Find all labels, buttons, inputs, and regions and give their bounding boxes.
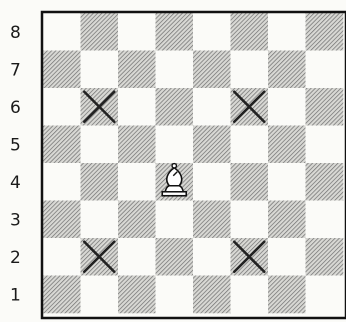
square-c2 xyxy=(118,238,156,276)
square-g3 xyxy=(268,201,306,239)
square-e5 xyxy=(193,126,231,164)
square-h4 xyxy=(306,163,344,201)
square-a3 xyxy=(43,201,81,239)
square-f4 xyxy=(231,163,269,201)
square-e4 xyxy=(193,163,231,201)
rank-label-1: 1 xyxy=(10,285,21,305)
square-c4 xyxy=(118,163,156,201)
square-g8 xyxy=(268,13,306,51)
square-e6 xyxy=(193,88,231,126)
square-a1 xyxy=(43,276,81,314)
square-b8 xyxy=(81,13,119,51)
rank-label-4: 4 xyxy=(10,173,21,193)
square-a6 xyxy=(43,88,81,126)
square-c3 xyxy=(118,201,156,239)
square-d6 xyxy=(156,88,194,126)
square-g7 xyxy=(268,51,306,89)
square-h5 xyxy=(306,126,344,164)
square-h8 xyxy=(306,13,344,51)
square-h3 xyxy=(306,201,344,239)
rank-label-6: 6 xyxy=(10,98,21,118)
square-c6 xyxy=(118,88,156,126)
square-d5 xyxy=(156,126,194,164)
square-e8 xyxy=(193,13,231,51)
square-h7 xyxy=(306,51,344,89)
square-b4 xyxy=(81,163,119,201)
square-b1 xyxy=(81,276,119,314)
rank-label-5: 5 xyxy=(10,135,21,155)
square-d2 xyxy=(156,238,194,276)
square-g4 xyxy=(268,163,306,201)
square-f3 xyxy=(231,201,269,239)
rank-label-8: 8 xyxy=(10,23,21,43)
square-e7 xyxy=(193,51,231,89)
square-b3 xyxy=(81,201,119,239)
rank-label-2: 2 xyxy=(10,248,21,268)
rank-label-3: 3 xyxy=(10,210,21,230)
square-g1 xyxy=(268,276,306,314)
square-d3 xyxy=(156,201,194,239)
rank-label-7: 7 xyxy=(10,60,21,80)
square-f8 xyxy=(231,13,269,51)
square-h6 xyxy=(306,88,344,126)
square-a7 xyxy=(43,51,81,89)
square-f1 xyxy=(231,276,269,314)
square-b5 xyxy=(81,126,119,164)
square-a8 xyxy=(43,13,81,51)
square-f7 xyxy=(231,51,269,89)
square-c7 xyxy=(118,51,156,89)
square-c1 xyxy=(118,276,156,314)
square-c8 xyxy=(118,13,156,51)
square-g5 xyxy=(268,126,306,164)
square-d8 xyxy=(156,13,194,51)
square-g2 xyxy=(268,238,306,276)
square-d7 xyxy=(156,51,194,89)
square-e1 xyxy=(193,276,231,314)
square-c5 xyxy=(118,126,156,164)
square-a5 xyxy=(43,126,81,164)
square-g6 xyxy=(268,88,306,126)
square-a2 xyxy=(43,238,81,276)
square-e2 xyxy=(193,238,231,276)
square-f5 xyxy=(231,126,269,164)
square-e3 xyxy=(193,201,231,239)
rank-labels: 8 7 6 5 4 3 2 1 xyxy=(10,23,21,306)
square-h1 xyxy=(306,276,344,314)
square-h2 xyxy=(306,238,344,276)
square-d1 xyxy=(156,276,194,314)
square-b7 xyxy=(81,51,119,89)
square-a4 xyxy=(43,163,81,201)
